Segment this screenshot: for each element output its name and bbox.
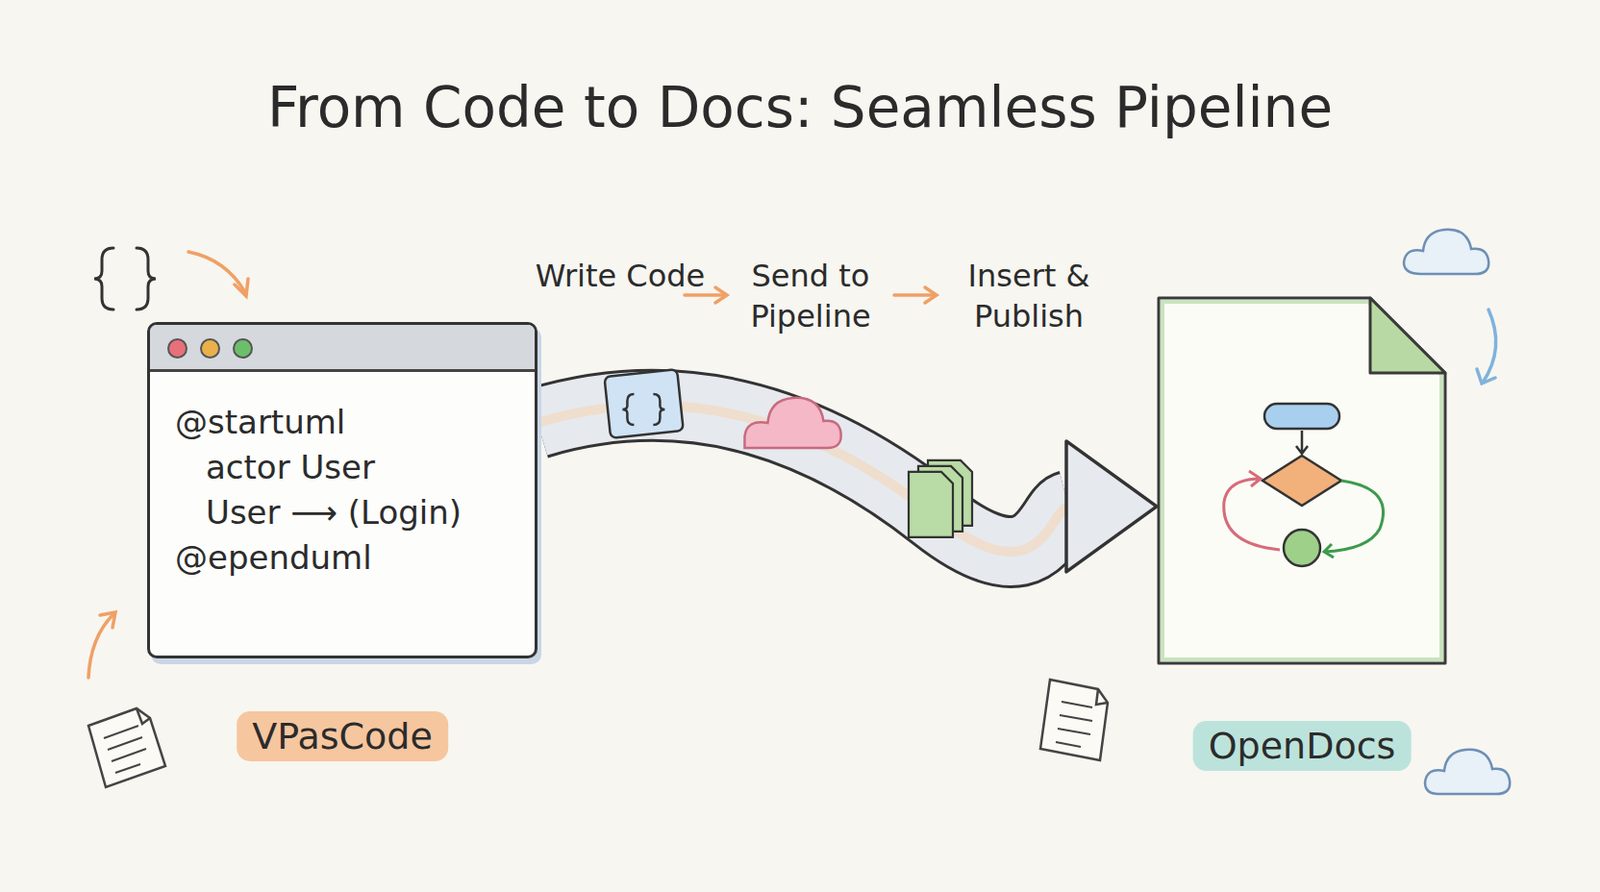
braces-icon: [94, 248, 156, 310]
node-name: OpenDocs: [1193, 721, 1412, 772]
document-outline: [1156, 296, 1448, 666]
step-label: Insert & Publish: [937, 255, 1121, 337]
title: From Code to Docs: Seamless Pipeline: [0, 75, 1600, 141]
flow-start: [1264, 403, 1340, 429]
code-window: @startumlactor UserUser ⟶ (Login)@ependu…: [147, 322, 538, 659]
code-lines: @startumlactor UserUser ⟶ (Login)@ependu…: [175, 400, 462, 581]
title-bar: [150, 325, 535, 373]
window-dot: [200, 338, 221, 359]
step-label: Write Code: [533, 255, 707, 297]
docs-icon: [908, 472, 953, 538]
code-line: @ependuml: [175, 535, 462, 581]
flow-end: [1283, 529, 1321, 567]
document-icons: [88, 679, 1108, 788]
page-outline: [1158, 298, 1446, 664]
window-dot: [167, 338, 188, 359]
flow-loop-right: [1324, 480, 1384, 558]
code-icon: [603, 369, 683, 439]
code-line: User ⟶ (Login): [175, 490, 462, 536]
window-dot: [232, 338, 253, 359]
page-fold: [1370, 298, 1446, 374]
node-name: VPasCode: [236, 711, 449, 762]
flow-decision: [1262, 455, 1342, 506]
code-icon-braces: [622, 394, 665, 425]
flow-loop-left: [1224, 471, 1280, 550]
document-page: OpenDocs: [1156, 296, 1448, 666]
arrow-head: [1066, 441, 1157, 573]
blue-curved-arrow: [1476, 309, 1497, 384]
cloud-icon: [744, 398, 841, 449]
code-line: actor User: [175, 445, 462, 491]
flow-arrow: [1296, 430, 1308, 454]
pipeline-icons: [603, 369, 973, 538]
step-label: Send to Pipeline: [714, 255, 907, 337]
code-line: @startuml: [175, 400, 462, 446]
